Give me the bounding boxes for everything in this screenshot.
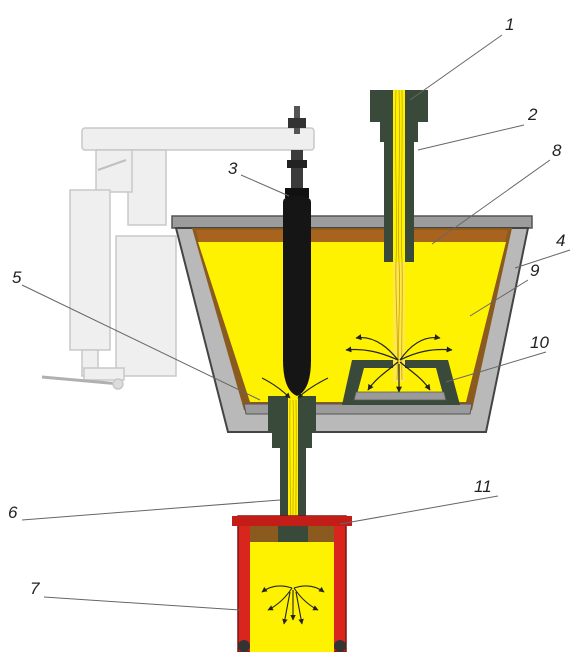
lever-pivot (112, 378, 124, 390)
stopper-coupling (291, 150, 303, 190)
mechanism-column (127, 149, 167, 226)
stopper-nut-mid (287, 160, 307, 168)
leader-1 (409, 34, 503, 101)
leader-11 (339, 495, 499, 525)
metal-stream-shroud (393, 89, 405, 382)
mechanism-lever (41, 375, 121, 386)
callout-4: 4 (556, 231, 565, 250)
leader-5 (21, 284, 261, 401)
mold-wheel-right (334, 640, 346, 652)
callout-11: 11 (474, 477, 492, 496)
callout-1: 1 (505, 15, 514, 34)
leader-10 (445, 351, 547, 383)
mold-nozzle-gap (278, 526, 308, 542)
stopper-rod (283, 106, 311, 396)
leader-2 (417, 124, 525, 151)
leader-3 (240, 174, 290, 197)
impact-pad-inner (356, 368, 444, 398)
callout-5: 5 (12, 268, 22, 287)
callout-9: 9 (530, 261, 540, 280)
stopper-body (283, 196, 311, 396)
leader-lines (21, 34, 571, 611)
impact-pad (342, 360, 460, 405)
mold-inner (250, 526, 334, 652)
ingot-mold (232, 515, 352, 652)
slag-layer (196, 230, 508, 242)
mechanism-base (83, 367, 125, 381)
hydraulic-cylinder-right (115, 235, 177, 377)
hydraulic-cylinder-left (69, 189, 111, 351)
callout-3: 3 (228, 159, 238, 178)
mechanism-rod-diag (97, 159, 127, 171)
stopper-collar (285, 188, 309, 198)
mechanism-bracket (95, 149, 133, 193)
callout-6: 6 (8, 503, 18, 522)
leader-6 (21, 499, 281, 521)
mold-top-lip (232, 516, 352, 526)
leader-8 (431, 159, 551, 245)
callout-8: 8 (552, 141, 562, 160)
leader-7 (43, 596, 241, 611)
mold-wheel-left (238, 640, 250, 652)
mechanism-arm (81, 127, 315, 151)
callout-7: 7 (30, 579, 40, 598)
flow-arrows-stopper (261, 377, 329, 399)
leader-4 (514, 249, 571, 269)
flow-arrows-mold (261, 585, 325, 625)
callout-2: 2 (527, 105, 538, 124)
ladle-flange (171, 215, 533, 229)
flow-arrows-ladle (345, 334, 453, 393)
stopper-nut-top (288, 118, 306, 128)
callout-labels: 1 2 3 8 4 9 5 10 11 6 7 (8, 15, 565, 598)
impact-pad-floor (353, 391, 447, 401)
leader-9 (469, 279, 529, 317)
callout-10: 10 (530, 333, 549, 352)
stopper-mechanism (41, 127, 315, 390)
